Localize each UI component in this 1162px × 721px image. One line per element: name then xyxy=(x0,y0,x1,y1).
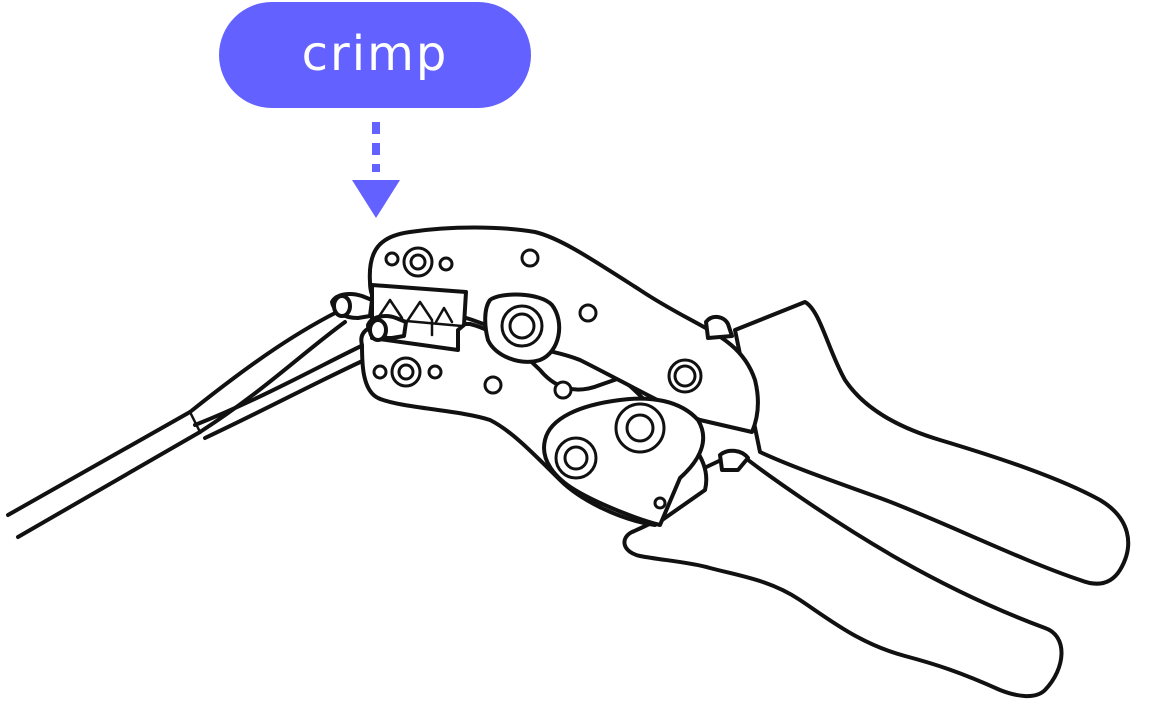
linkage-plate xyxy=(542,396,706,527)
crimp-label-text: crimp xyxy=(301,26,449,82)
latch-nub xyxy=(704,315,750,472)
arrow-head xyxy=(352,180,400,218)
crimp-label-pill: crimp xyxy=(219,2,531,108)
cable-ferrules xyxy=(330,292,408,342)
dashed-down-arrow-icon xyxy=(352,122,400,218)
cable-wires xyxy=(6,306,384,539)
upper-handle xyxy=(733,300,1131,586)
main-pivot xyxy=(483,292,562,364)
lower-handle xyxy=(622,450,1064,698)
